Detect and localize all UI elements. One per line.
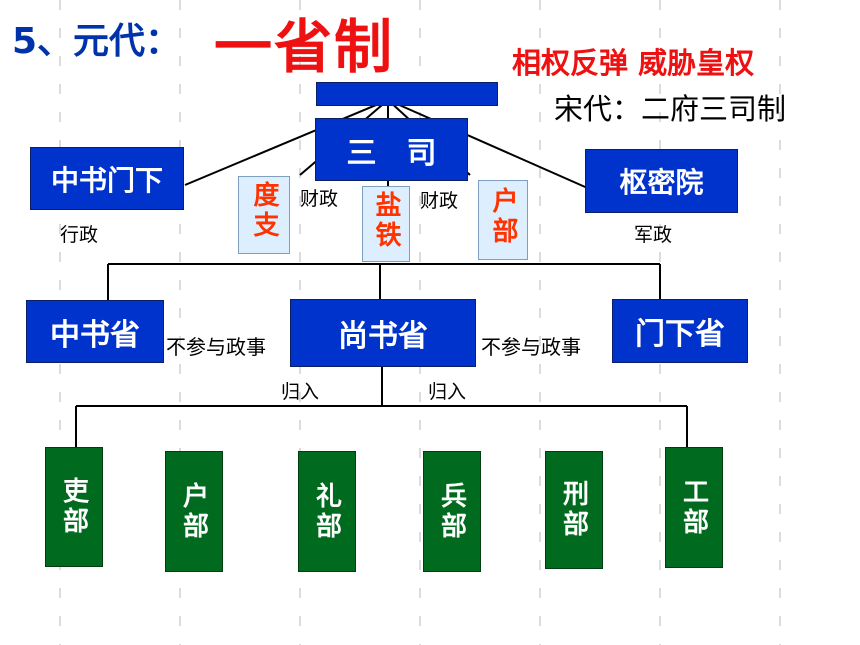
sub-hubu: 户部 xyxy=(478,180,528,260)
heading-prefix: 5、元代： xyxy=(12,21,182,62)
box-xingbu: 刑部 xyxy=(545,451,603,569)
subtitle-red: 相权反弹 威胁皇权 xyxy=(512,46,755,80)
subtitle-black: 宋代：二府三司制 xyxy=(554,92,787,126)
box-gongbu: 工部 xyxy=(665,447,723,568)
note-caizheng-1: 财政 xyxy=(300,188,339,210)
note-xingzheng: 行政 xyxy=(60,224,99,246)
box-zhongshusheng: 中书省 xyxy=(26,300,164,363)
note-bucanyu-left: 不参与政事 xyxy=(166,335,266,359)
box-hubu: 户部 xyxy=(165,451,223,572)
note-junzheng: 军政 xyxy=(634,224,673,246)
note-caizheng-2: 财政 xyxy=(420,190,459,212)
hidden-top-box xyxy=(316,82,498,106)
note-guiru-left: 归入 xyxy=(281,381,320,403)
box-libu-official: 吏部 xyxy=(45,447,103,567)
sub-duzhi: 度支 xyxy=(238,176,290,254)
note-guiru-right: 归入 xyxy=(428,381,467,403)
sub-yantie: 盐铁 xyxy=(362,186,410,262)
heading-main: 一省制 xyxy=(214,13,395,81)
box-sansi: 三 司 xyxy=(315,118,468,181)
box-menxiasheng: 门下省 xyxy=(612,299,748,363)
box-shumiyuan: 枢密院 xyxy=(585,149,738,213)
box-libu-rites: 礼部 xyxy=(298,451,356,572)
box-bingbu: 兵部 xyxy=(423,451,481,572)
box-zhongshu-menxia: 中书门下 xyxy=(30,147,184,210)
box-shangshusheng: 尚书省 xyxy=(290,299,476,367)
note-bucanyu-right: 不参与政事 xyxy=(481,335,581,359)
